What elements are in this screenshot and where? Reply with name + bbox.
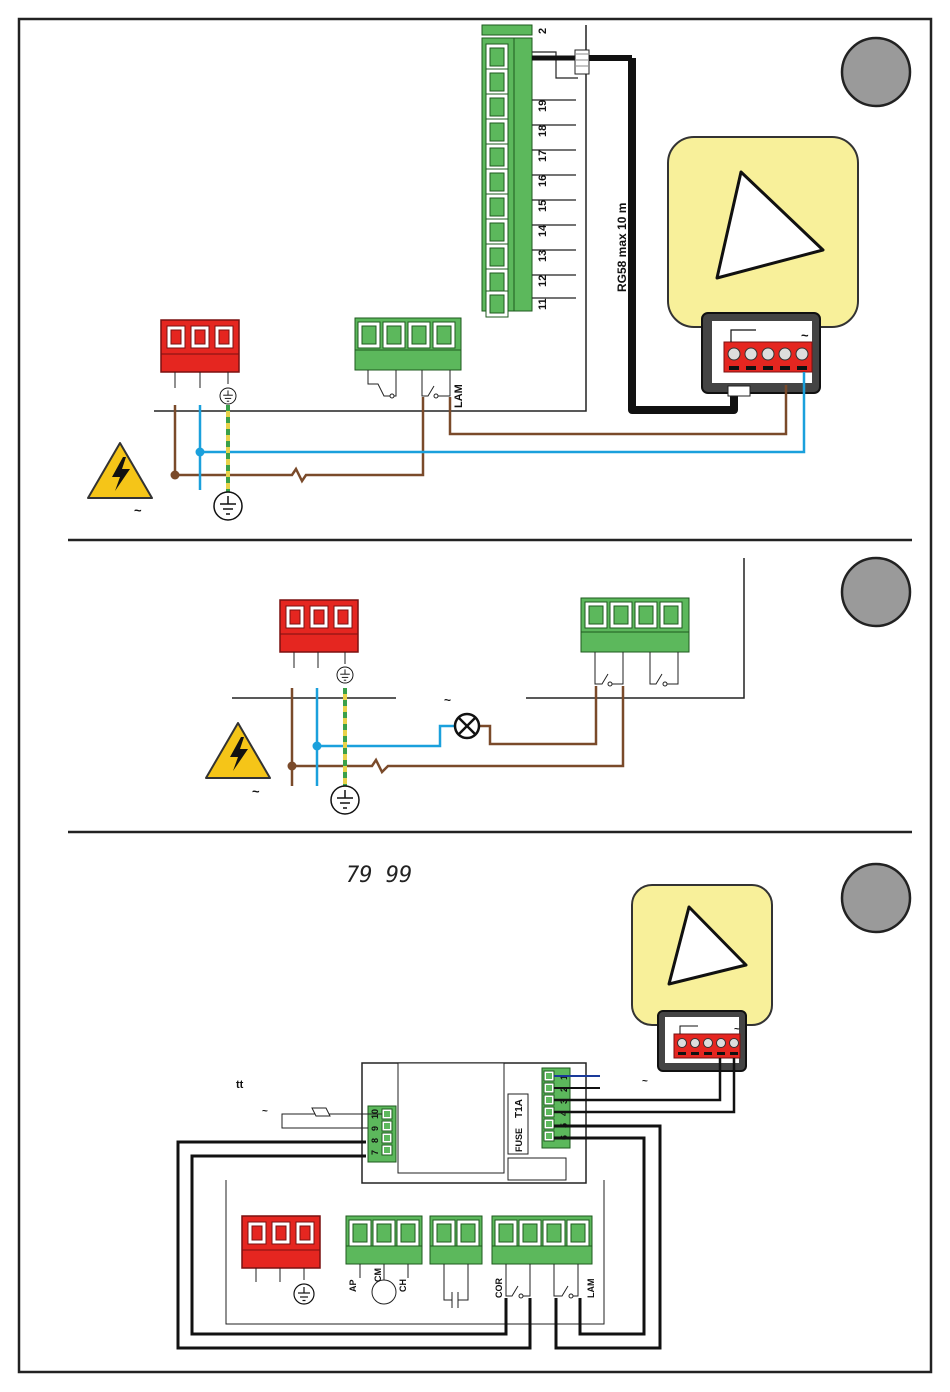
fuse-label: FUSE [514,1128,524,1152]
lamp-icon [455,714,479,738]
lt-number-7: 7 [370,1150,380,1155]
red-mains-terminal [161,320,239,372]
antenna-unit-3 [632,885,772,1071]
tt-icon [312,1108,330,1116]
lam-label: LAM [453,384,465,408]
fuse-rating: T1A [514,1099,525,1118]
display-code: 79 99 [346,863,412,888]
ap-label: AP [348,1279,358,1292]
terminal-number-14: 14 [537,224,549,237]
wire-brown-lamp [480,686,596,744]
terminal-number-19: 19 [537,100,549,112]
earth-ground-icon [214,492,242,520]
red-mains-terminal-2 [280,600,358,652]
lt-number-8: 8 [370,1138,380,1143]
capacitor-terminal [430,1216,482,1308]
tilde-left: ~ [262,1106,268,1117]
antenna-tilde-3: ~ [734,1024,740,1035]
green-relay-terminal [355,318,461,398]
cm-label: CM [373,1268,383,1282]
antenna-unit [668,137,858,396]
terminal-number-17: 17 [537,150,549,162]
mains-tilde-2: ~ [252,784,260,799]
earth-icon-3 [294,1284,314,1304]
mains-tilde: ~ [134,503,142,518]
terminal-number-15: 15 [537,200,549,212]
section-3: 79 99 tt ~ [178,863,772,1348]
tilde-right: ~ [642,1076,648,1087]
step-badge-2 [842,558,910,626]
terminal-number-16: 16 [537,175,549,187]
section-2: ~ ~ [206,558,744,814]
coax-connector [532,50,632,78]
cable-label: RG58 max 10 m [615,203,629,292]
red-mains-terminal-3 [242,1216,320,1268]
earth-icon-2 [337,667,353,683]
green-relay-terminal-2 [581,598,689,686]
earth-icon [220,388,236,404]
receiver-module [362,1063,586,1183]
cor-label: COR [494,1278,504,1299]
green-terminal-strip [482,25,532,317]
terminal-number-13: 13 [537,250,549,262]
ch-label: CH [398,1279,408,1292]
high-voltage-warning-icon-2 [206,723,270,778]
relay-terminal-3 [492,1216,592,1298]
terminal-number-18: 18 [537,125,549,137]
section-1: 2 19 18 17 16 15 14 13 12 11 RG58 max 10… [88,25,858,520]
high-voltage-warning-icon [88,443,152,498]
step-badge-3 [842,864,910,932]
antenna-tilde: ~ [801,328,809,343]
wire-blue-neutral-2 [317,726,455,746]
lam-label-3: LAM [586,1279,596,1299]
tt-label: tt [236,1079,244,1091]
terminal-number-2: 2 [537,28,549,34]
step-badge-1 [842,38,910,106]
terminal-number-12: 12 [537,275,549,287]
terminal-number-11: 11 [537,298,549,310]
lamp-tilde: ~ [444,693,451,707]
earth-ground-icon-2 [331,786,359,814]
lt-number-9: 9 [370,1126,380,1131]
